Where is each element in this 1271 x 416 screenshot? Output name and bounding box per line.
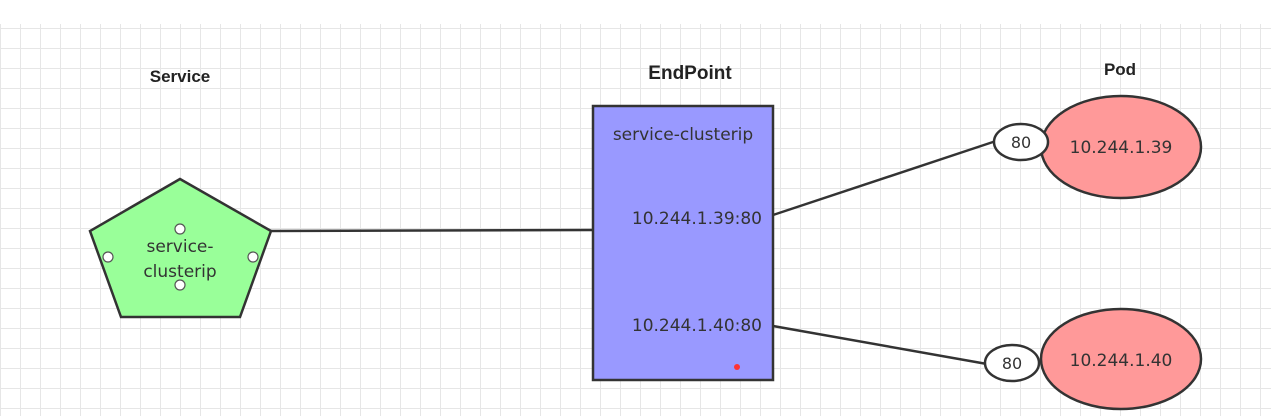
service-label-line1: service- [146,237,213,257]
pod-2-ellipse[interactable] [1039,307,1203,411]
pod-1-port: 80 [1011,133,1031,152]
endpoint-rect[interactable] [591,104,775,382]
connector-service-endpoint[interactable] [270,228,594,233]
pod-2-ip: 10.244.1.40 [1070,351,1173,371]
endpoint-node[interactable]: service-clusterip 10.244.1.39:80 10.244.… [591,104,775,382]
endpoint-title: service-clusterip [613,125,753,145]
connection-handle-left[interactable] [102,251,114,263]
pod-2-port: 80 [1002,354,1022,373]
pod-2-port-badge[interactable] [983,343,1041,383]
service-label-line2: clusterip [143,262,216,282]
heading-endpoint: EndPoint [648,63,732,84]
pod-1-port-badge[interactable] [992,122,1050,162]
connection-handle-top[interactable] [174,223,186,235]
heading-pod: Pod [1104,60,1136,79]
connection-handle-right[interactable] [247,251,259,263]
marker-dot [734,364,740,370]
endpoint-entry-1: 10.244.1.39:80 [632,209,762,229]
connection-handle-bottom[interactable] [174,279,186,291]
service-node[interactable]: service- clusterip [88,177,273,319]
connector-endpoint-pod1[interactable] [772,139,997,217]
pod-1-ip: 10.244.1.39 [1070,138,1173,158]
service-pentagon-shape[interactable] [88,177,273,319]
heading-service: Service [150,67,211,86]
pod-node-1[interactable]: 10.244.1.39 80 [992,94,1203,200]
connector-endpoint-pod2[interactable] [772,324,988,366]
pod-node-2[interactable]: 10.244.1.40 80 [983,307,1203,411]
endpoint-entry-2: 10.244.1.40:80 [632,316,762,336]
canvas-top-margin [0,0,1271,24]
